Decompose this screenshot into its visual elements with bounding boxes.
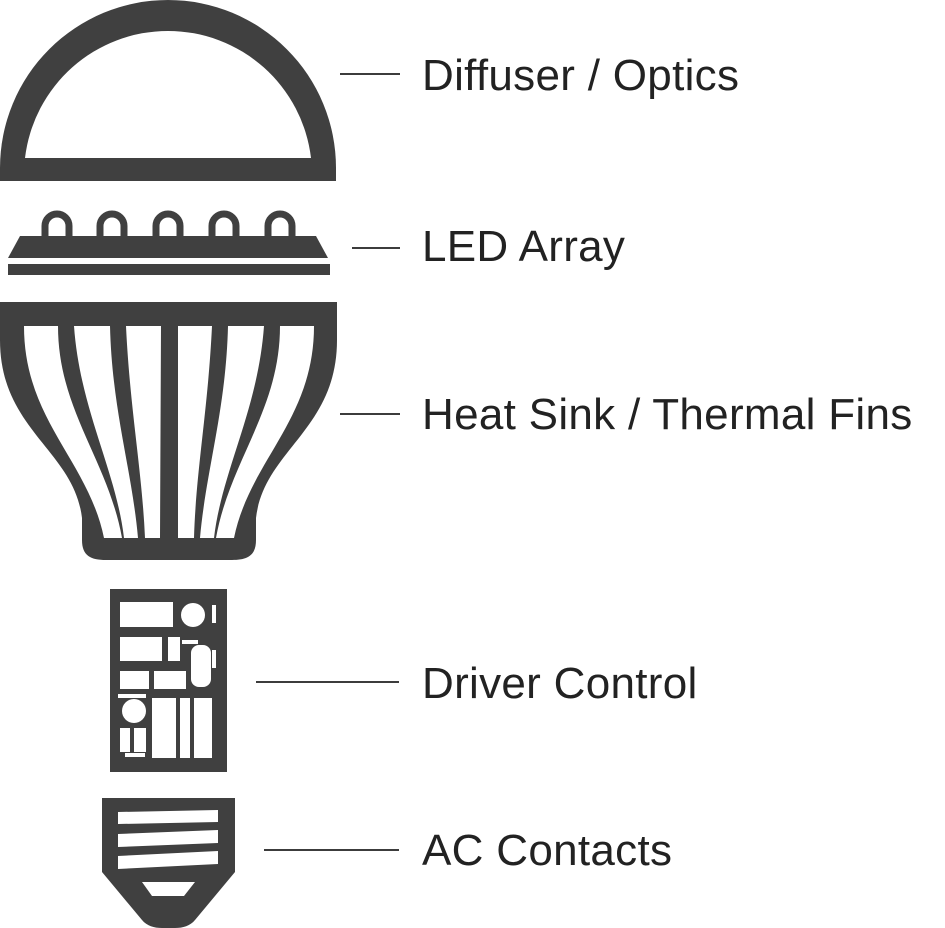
label-diffuser-optics: Diffuser / Optics xyxy=(422,51,740,100)
leader-line-driver xyxy=(256,681,399,683)
led-array-shape xyxy=(8,210,330,275)
label-driver-control: Driver Control xyxy=(422,659,698,708)
label-led-array: LED Array xyxy=(422,222,626,271)
driver-board-shape xyxy=(110,589,227,772)
leader-line-led-array xyxy=(352,247,400,249)
label-ac-contacts: AC Contacts xyxy=(422,826,673,875)
label-heat-sink: Heat Sink / Thermal Fins xyxy=(422,390,913,439)
leader-line-diffuser xyxy=(340,73,400,75)
heat-sink-shape xyxy=(0,302,337,560)
leader-line-heat-sink xyxy=(340,413,400,415)
ac-contacts-shape xyxy=(102,798,235,928)
leader-line-ac-contacts xyxy=(264,849,399,851)
diffuser-dome-shape xyxy=(0,0,336,181)
